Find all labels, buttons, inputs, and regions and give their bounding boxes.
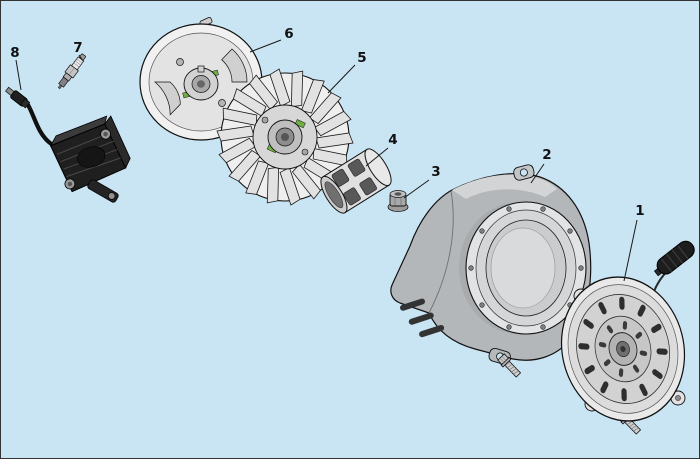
starter-cup-drawing bbox=[320, 148, 392, 214]
leader-line-4 bbox=[365, 147, 389, 167]
leader-line-5 bbox=[327, 64, 356, 94]
leader-line-2 bbox=[530, 163, 545, 184]
leader-line-8 bbox=[15, 59, 22, 91]
ring-bolt-holes bbox=[468, 206, 584, 330]
fan-magnet-mark bbox=[294, 119, 306, 129]
magnet-window bbox=[154, 81, 181, 116]
callout-label-1: 1 bbox=[635, 203, 644, 219]
cup-slot bbox=[347, 158, 366, 177]
coil-bracket-arm bbox=[87, 179, 119, 203]
recoil-starter-drawing bbox=[560, 240, 695, 422]
magnet-window bbox=[221, 48, 248, 83]
flange-nut-drawing bbox=[387, 190, 409, 212]
flywheel-fan-drawing bbox=[216, 67, 354, 207]
fan-cover-vents bbox=[400, 298, 445, 338]
callout-label-6: 6 bbox=[284, 26, 293, 42]
callout-label-4: 4 bbox=[388, 132, 397, 148]
cup-slot bbox=[331, 168, 350, 187]
spark-plug-drawing bbox=[57, 53, 86, 90]
leader-line-6 bbox=[249, 39, 282, 53]
fan-bolt bbox=[261, 116, 269, 124]
fan-cover-highlight bbox=[452, 174, 557, 199]
leader-lines bbox=[15, 39, 638, 282]
coil-module bbox=[49, 115, 131, 193]
ignition-coil-drawing bbox=[5, 86, 131, 203]
callout-label-2: 2 bbox=[542, 147, 551, 163]
fan-cover-top-tab bbox=[513, 164, 535, 181]
callout-labels: 1 2 3 4 5 6 7 8 bbox=[10, 26, 644, 219]
callout-label-7: 7 bbox=[73, 40, 82, 56]
callout-label-3: 3 bbox=[431, 164, 440, 180]
leader-line-1 bbox=[623, 219, 638, 282]
fan-cover-drawing bbox=[390, 164, 592, 365]
leader-line-7 bbox=[78, 54, 84, 62]
rotor-screw bbox=[176, 58, 184, 66]
cup-slot bbox=[359, 177, 377, 196]
plug-boot bbox=[5, 86, 31, 109]
starter-handle bbox=[653, 240, 695, 277]
fan-bolt bbox=[301, 148, 309, 156]
leader-line-3 bbox=[403, 179, 430, 199]
fan-cover-contour bbox=[428, 190, 454, 314]
cup-slot bbox=[343, 187, 361, 206]
callout-label-8: 8 bbox=[10, 45, 19, 61]
callout-label-5: 5 bbox=[357, 50, 366, 66]
rotor-screw bbox=[218, 99, 226, 107]
